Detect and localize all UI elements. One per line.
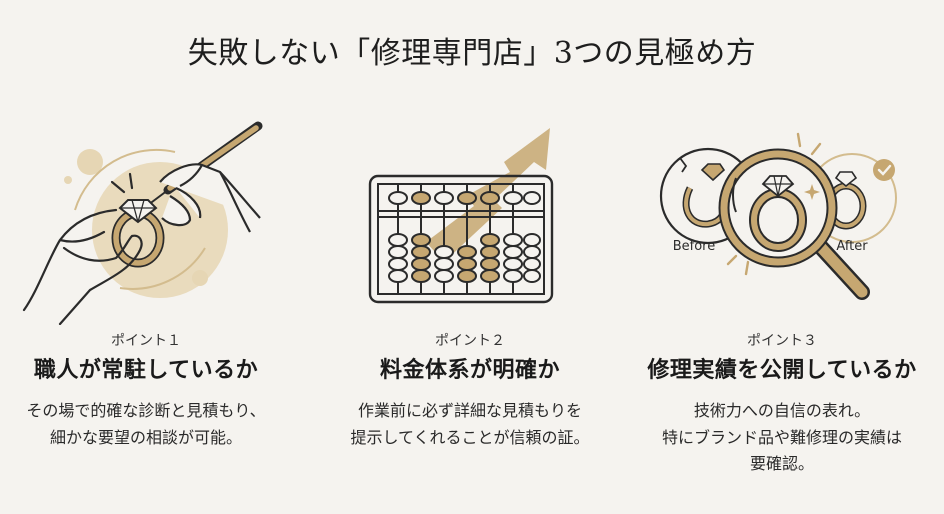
point-3-label: ポイント３ bbox=[747, 333, 817, 349]
point-2-card: ポイント２ 料金体系が明確か 作業前に必ず詳細な見積もりを 提示してくれることが… bbox=[312, 0, 628, 514]
point-1-body-line: その場で的確な診断と見積もり、 bbox=[26, 401, 266, 420]
magnifier-before-after-ring-icon: Before After bbox=[659, 132, 897, 300]
point-1-description: その場で的確な診断と見積もり、 細かな要望の相談が可能。 bbox=[0, 398, 292, 451]
point-1-label: ポイント１ bbox=[111, 333, 181, 349]
point-1-heading: 職人が常駐しているか bbox=[33, 358, 259, 383]
page-title: 失敗しない「修理専門店」3つの見極め方 bbox=[187, 36, 757, 71]
point-1-body-line: 細かな要望の相談が可能。 bbox=[49, 427, 242, 447]
before-label: Before bbox=[673, 239, 716, 254]
point-3-card: Before After ポイント３ 修理実績を公開しているか 技術力への自信の… bbox=[620, 0, 944, 514]
point-3-body-line: 技術力への自信の表れ。 bbox=[693, 401, 871, 420]
point-2-label: ポイント２ bbox=[435, 333, 505, 349]
point-2-body-line: 提示してくれることが信頼の証。 bbox=[350, 427, 590, 447]
hands-repairing-ring-icon bbox=[22, 121, 263, 325]
point-2-heading: 料金体系が明確か bbox=[379, 358, 560, 383]
abacus-with-rising-arrow-icon bbox=[368, 128, 554, 304]
point-3-body-line: 要確認。 bbox=[749, 454, 814, 473]
point-2-body-line: 作業前に必ず詳細な見積もりを bbox=[357, 401, 582, 420]
point-2-description: 作業前に必ず詳細な見積もりを 提示してくれることが信頼の証。 bbox=[312, 398, 628, 451]
point-3-heading: 修理実績を公開しているか bbox=[647, 358, 917, 383]
after-label: After bbox=[836, 239, 868, 254]
point-3-description: 技術力への自信の表れ。 特にブランド品や難修理の実績は 要確認。 bbox=[620, 398, 944, 478]
point-1-card: ポイント１ 職人が常駐しているか その場で的確な診断と見積もり、 細かな要望の相… bbox=[0, 0, 292, 514]
point-3-body-line: 特にブランド品や難修理の実績は bbox=[661, 427, 902, 447]
